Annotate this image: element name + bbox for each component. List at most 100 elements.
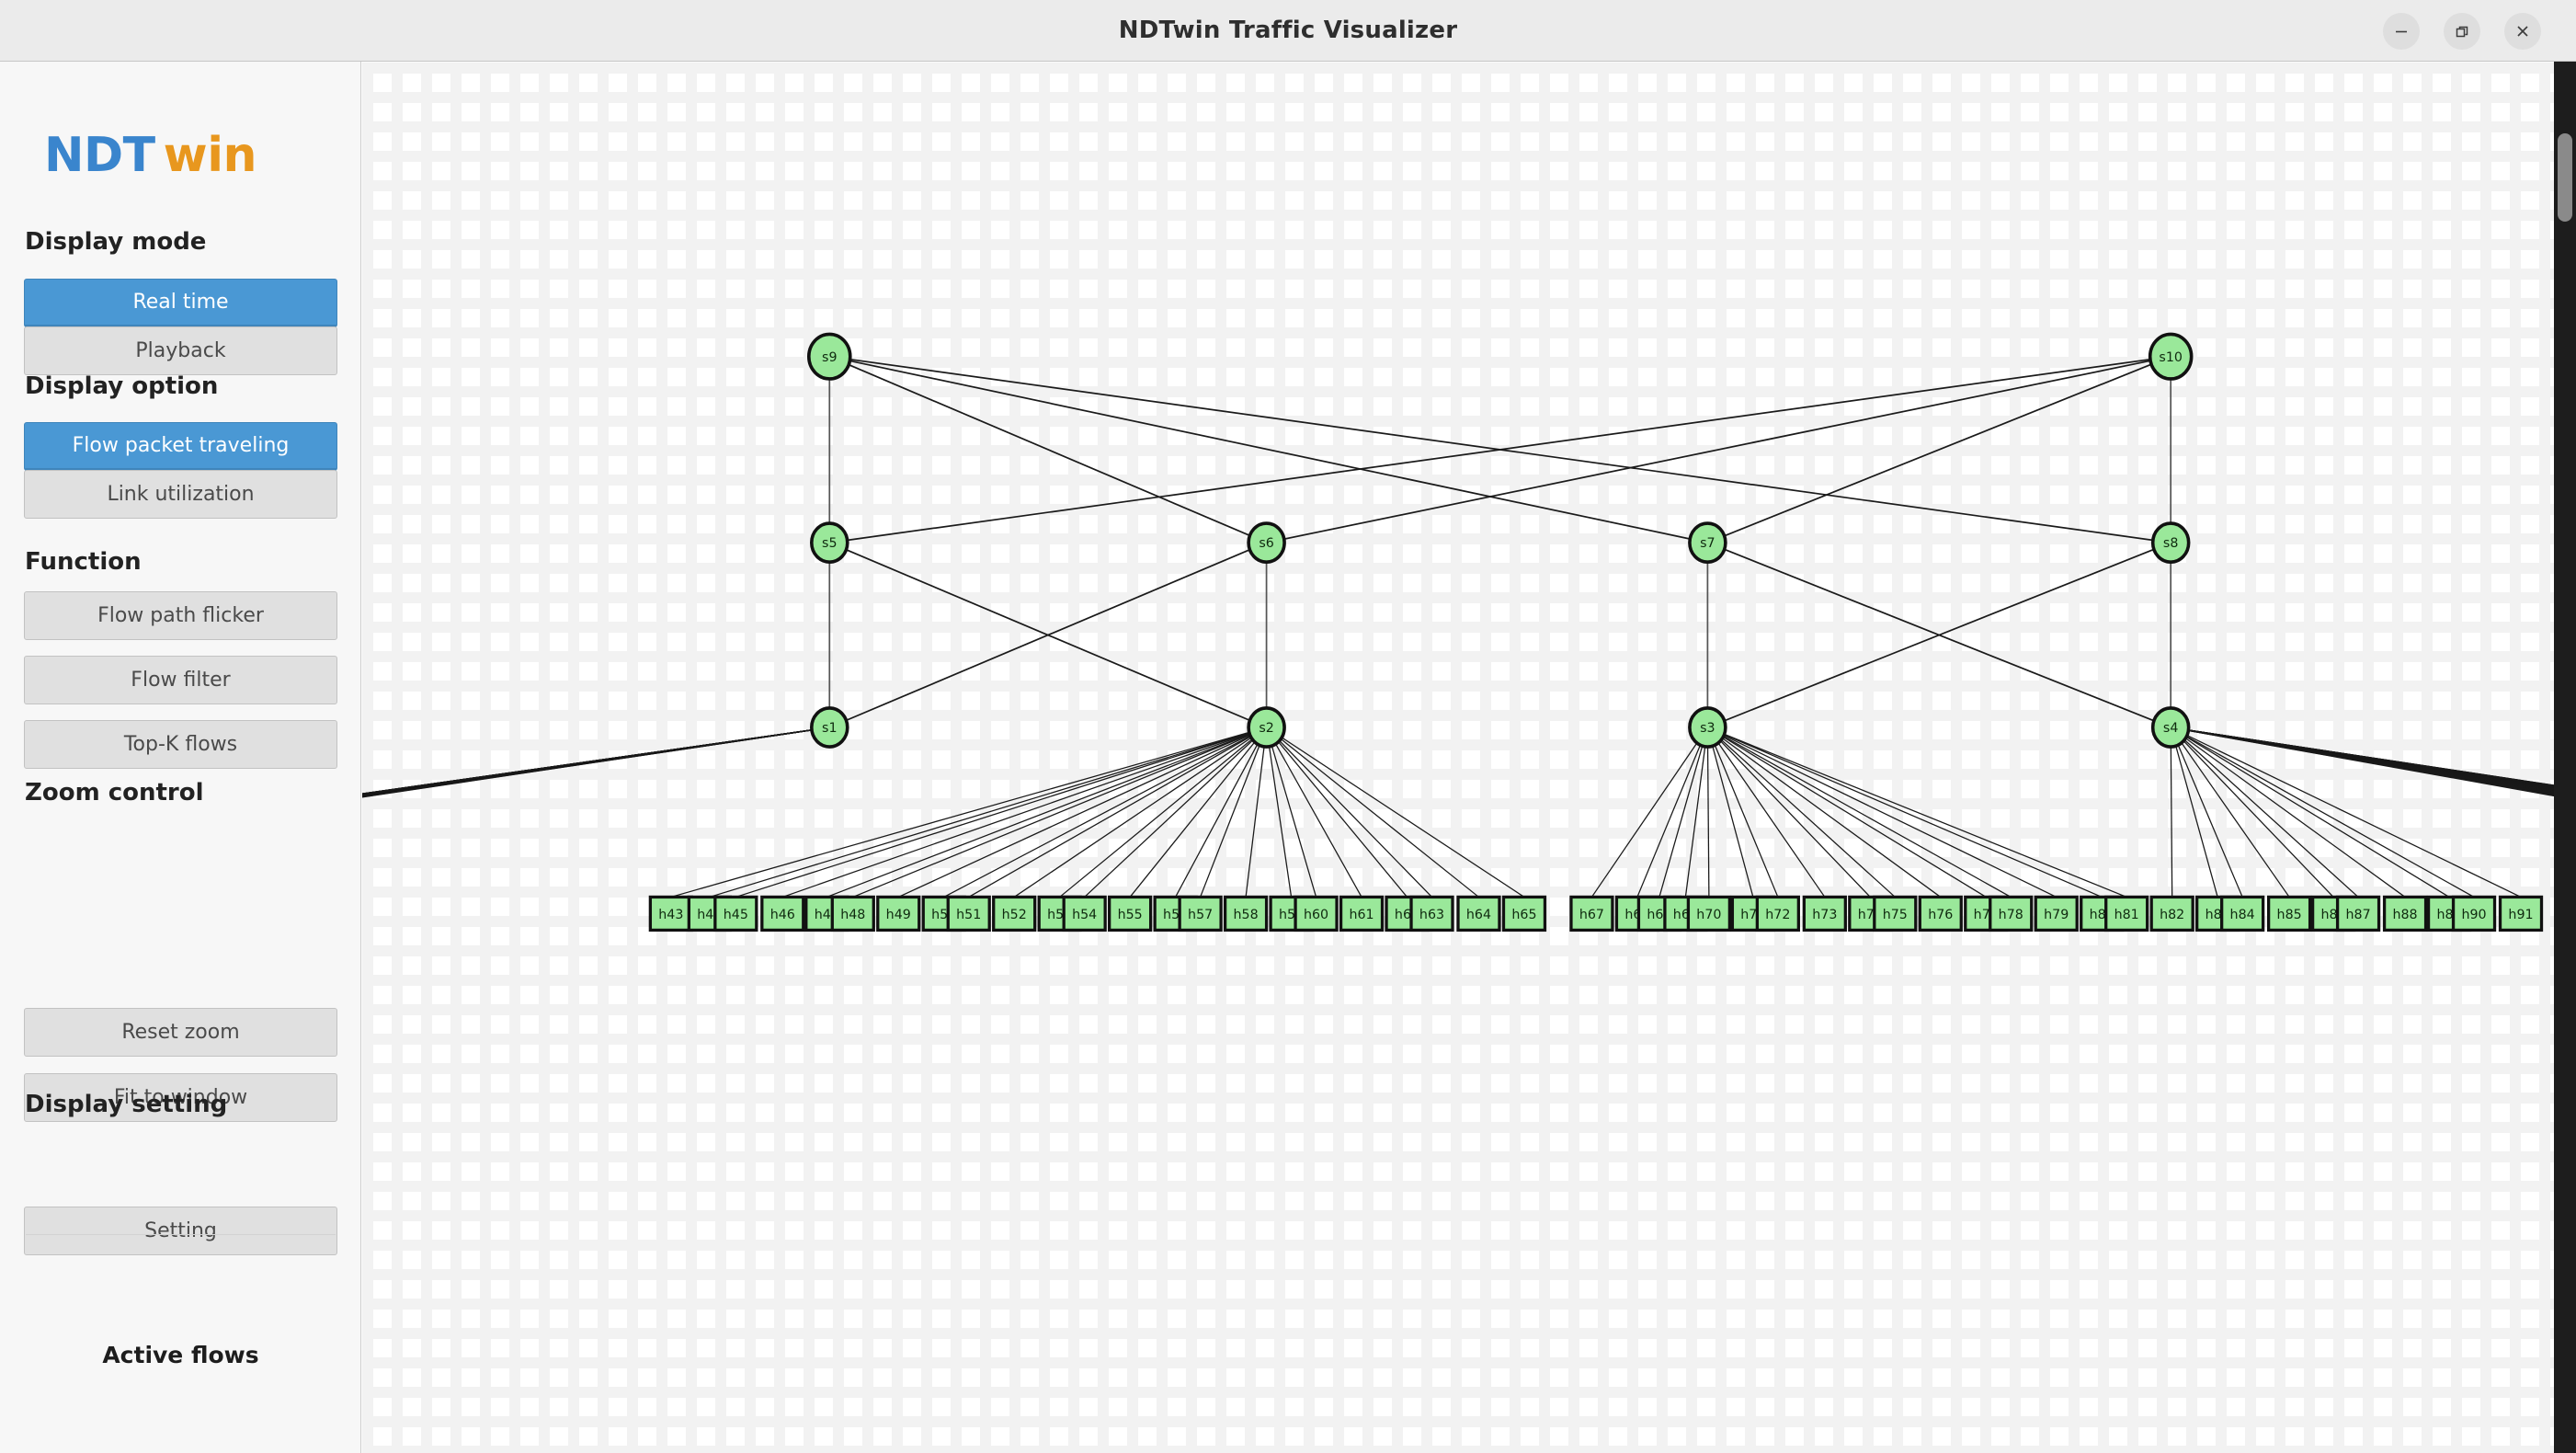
button-reset-zoom[interactable]: Reset zoom — [24, 1008, 337, 1057]
host-node[interactable]: h61 — [1339, 895, 1385, 932]
host-link — [826, 726, 1267, 898]
host-link-offscreen-right — [2171, 726, 2554, 795]
button-flow-packet-traveling[interactable]: Flow packet traveling — [24, 422, 337, 471]
host-node[interactable]: h84 — [2220, 895, 2265, 932]
host-node-shape — [2220, 895, 2265, 932]
switch-node[interactable]: s10 — [2148, 332, 2194, 381]
section-title-display-mode: Display mode — [25, 228, 207, 256]
switch-node[interactable]: s9 — [806, 332, 852, 381]
host-node[interactable]: h67 — [1569, 895, 1614, 932]
host-node[interactable]: h60 — [1294, 895, 1339, 932]
host-node[interactable]: h73 — [1802, 895, 1847, 932]
host-link — [1707, 726, 2012, 898]
host-node[interactable]: h52 — [992, 895, 1037, 932]
button-real-time[interactable]: Real time — [24, 279, 337, 327]
button-fit-to-window[interactable]: Fit to window — [24, 1073, 337, 1122]
vertical-scrollbar[interactable] — [2554, 62, 2576, 1453]
host-node[interactable]: h76 — [1918, 895, 1963, 932]
host-node[interactable]: h88 — [2382, 895, 2428, 932]
host-node-shape — [1569, 895, 1614, 932]
host-link-offscreen-left — [362, 726, 830, 796]
switch-node[interactable]: s2 — [1247, 706, 1286, 749]
minimize-icon — [2393, 23, 2410, 40]
host-link — [1266, 726, 1525, 898]
host-node[interactable]: h64 — [1456, 895, 1501, 932]
host-node[interactable]: h75 — [1873, 895, 1918, 932]
host-node[interactable]: h43 — [648, 895, 693, 932]
host-link-offscreen-right — [2171, 726, 2554, 787]
host-node[interactable]: h48 — [830, 895, 875, 932]
host-node-label: h46 — [770, 908, 795, 922]
button-playback[interactable]: Playback — [24, 326, 337, 375]
button-top-k-flows[interactable]: Top-K flows — [24, 720, 337, 769]
switch-node[interactable]: s5 — [809, 521, 849, 564]
close-icon — [2514, 23, 2531, 40]
switch-link — [1707, 542, 2171, 728]
close-button[interactable] — [2504, 13, 2541, 50]
host-node-shape — [1062, 895, 1107, 932]
host-link — [1013, 726, 1267, 898]
switch-node[interactable]: s1 — [809, 706, 849, 749]
host-node[interactable]: h57 — [1178, 895, 1223, 932]
maximize-button[interactable] — [2444, 13, 2480, 50]
host-link-offscreen-left — [362, 726, 830, 795]
host-node[interactable]: h65 — [1501, 895, 1547, 932]
host-link — [735, 726, 1267, 898]
switch-node[interactable]: s3 — [1688, 706, 1727, 749]
host-node[interactable]: h70 — [1686, 895, 1732, 932]
host-node[interactable]: h91 — [2498, 895, 2544, 932]
host-link — [1707, 726, 1942, 898]
host-node[interactable]: h81 — [2104, 895, 2149, 932]
button-setting[interactable]: Setting — [24, 1207, 337, 1255]
logo-secondary: win — [163, 128, 257, 183]
host-node[interactable]: h54 — [1062, 895, 1107, 932]
host-node[interactable]: h78 — [1989, 895, 2034, 932]
host-link — [2170, 726, 2475, 898]
host-node[interactable]: h58 — [1223, 895, 1269, 932]
host-node[interactable]: h63 — [1409, 895, 1454, 932]
host-node[interactable]: h46 — [760, 895, 805, 932]
host-link — [1265, 726, 1317, 898]
host-node[interactable]: h55 — [1108, 895, 1153, 932]
host-node[interactable]: h90 — [2451, 895, 2497, 932]
host-link-offscreen-left — [362, 726, 830, 797]
switch-node[interactable]: s7 — [1688, 521, 1727, 564]
vertical-scrollbar-thumb[interactable] — [2558, 133, 2572, 222]
switch-node-shape — [809, 521, 849, 564]
host-node-label: h48 — [840, 908, 865, 922]
host-node[interactable]: h85 — [2266, 895, 2312, 932]
button-link-utilization[interactable]: Link utilization — [24, 470, 337, 519]
button-flow-filter[interactable]: Flow filter — [24, 656, 337, 704]
host-node-label: h73 — [1812, 908, 1837, 922]
host-node-label: h67 — [1579, 908, 1604, 922]
host-link — [1706, 726, 1779, 898]
host-node[interactable]: h87 — [2335, 895, 2381, 932]
host-link — [1706, 727, 1710, 898]
host-link — [1706, 726, 1896, 898]
host-node-label: h79 — [2044, 908, 2069, 922]
host-node[interactable]: h45 — [713, 895, 758, 932]
switch-node[interactable]: s8 — [2150, 521, 2191, 564]
host-node[interactable]: h49 — [876, 895, 921, 932]
host-node[interactable]: h82 — [2149, 895, 2194, 932]
host-node-shape — [1294, 895, 1339, 932]
minimize-button[interactable] — [2383, 13, 2420, 50]
host-link-offscreen-left — [362, 726, 830, 795]
host-link — [2170, 726, 2450, 898]
host-node[interactable]: h72 — [1755, 895, 1800, 932]
switch-node-label: s3 — [1700, 721, 1715, 736]
switch-node[interactable]: s6 — [1247, 521, 1286, 564]
host-link-offscreen-right — [2171, 726, 2554, 787]
host-link-offscreen-right — [2171, 726, 2554, 790]
host-node-shape — [1989, 895, 2034, 932]
host-node-shape — [876, 895, 921, 932]
host-node[interactable]: h79 — [2034, 895, 2079, 932]
switch-node[interactable]: s4 — [2150, 706, 2191, 749]
host-node[interactable]: h51 — [946, 895, 991, 932]
host-node-shape — [1918, 895, 1963, 932]
button-flow-path-flicker[interactable]: Flow path flicker — [24, 591, 337, 640]
